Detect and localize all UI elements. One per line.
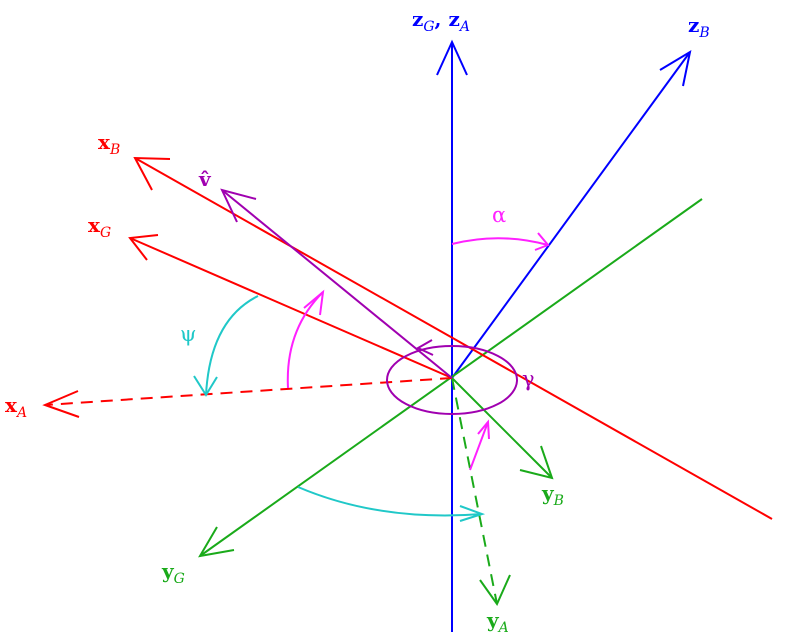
gamma-ellipse xyxy=(386,339,518,415)
x-a-label: xA xyxy=(5,393,27,421)
alpha-label: α xyxy=(492,203,506,227)
x-g-axis xyxy=(128,234,453,379)
x-b-axis xyxy=(133,156,773,520)
x-g-label: xG xyxy=(88,213,111,241)
x-a-to-x-g-arc xyxy=(286,289,325,389)
y-b-axis xyxy=(451,377,554,480)
v-hat-vector xyxy=(220,188,453,379)
z-g-a-label: zG, zA xyxy=(412,7,470,35)
psi-arc xyxy=(193,295,259,397)
gamma-label: γ xyxy=(522,367,535,391)
v-hat-label: v̂ xyxy=(198,167,212,191)
x-a-axis xyxy=(42,377,453,418)
gamma-tick-arc xyxy=(469,419,490,471)
y-a-axis xyxy=(451,377,511,607)
z-b-axis xyxy=(451,49,692,379)
x-b-label: xB xyxy=(98,130,120,158)
y-b-label: yB xyxy=(541,481,564,509)
y-g-label: yG xyxy=(161,559,185,587)
psi-label: ψ xyxy=(180,322,196,346)
alpha-arc xyxy=(451,232,550,251)
z-b-label: zB xyxy=(688,13,710,41)
y-a-label: yA xyxy=(486,608,509,636)
y-g-to-y-a-arc xyxy=(297,486,486,522)
